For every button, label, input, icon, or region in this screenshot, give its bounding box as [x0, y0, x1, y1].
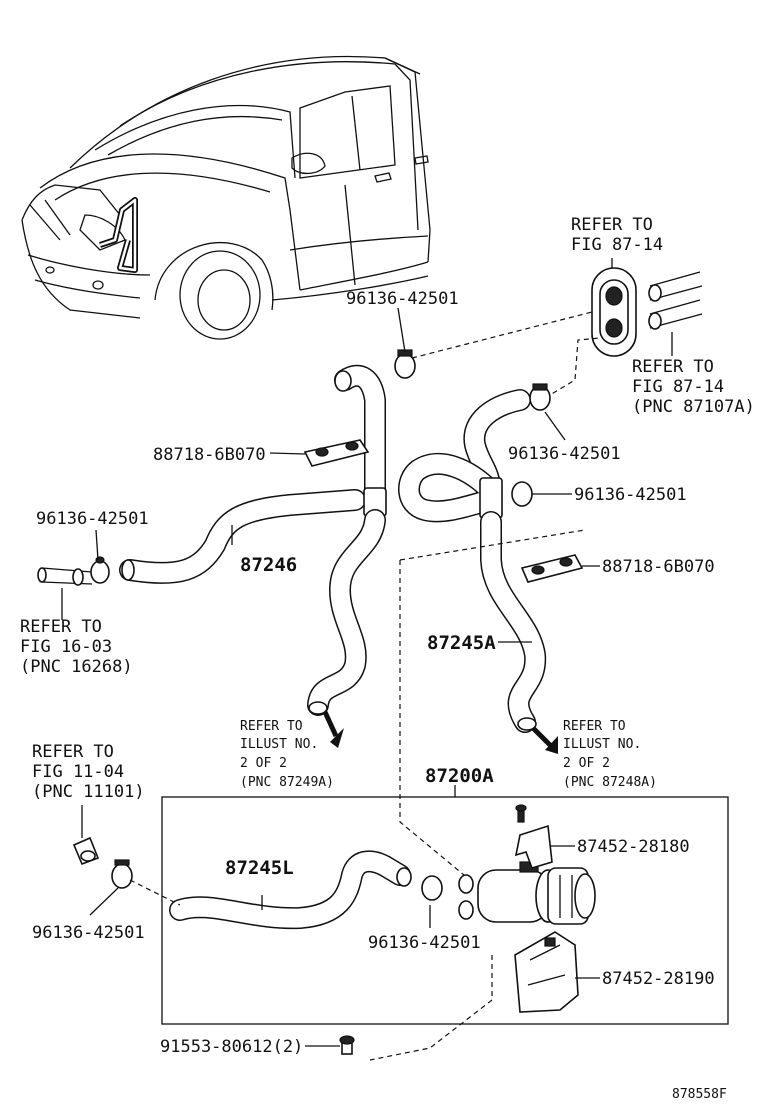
label-clamp-top: 96136-42501 — [346, 289, 459, 309]
ref-fig-87-14-right-l1: REFER TO — [632, 357, 714, 377]
assembly-box-87200A — [161, 796, 729, 1025]
ref-illust-right-l4: (PNC 87248A) — [563, 775, 657, 790]
ref-fig-11-04-l1: REFER TO — [32, 742, 114, 762]
ref-illust-right-l2: ILLUST NO. — [563, 737, 641, 752]
label-hose-87245A: 87245A — [427, 632, 496, 654]
label-clamp-bottom-left: 96136-42501 — [32, 923, 145, 943]
grommet-fig-87-14 — [591, 267, 703, 357]
bracket-right — [520, 554, 584, 583]
label-hose-87245L: 87245L — [225, 857, 294, 879]
clamp-left — [90, 556, 110, 584]
hose-87246 — [119, 364, 387, 716]
water-valve — [458, 861, 596, 925]
label-clamp-left: 96136-42501 — [36, 509, 149, 529]
ref-fig-87-14-top-l2: FIG 87-14 — [571, 235, 663, 255]
label-clamp-valve: 96136-42501 — [368, 933, 481, 953]
clamp-right-a — [529, 383, 551, 411]
label-clamp-right-a: 96136-42501 — [508, 444, 621, 464]
ref-illust-right-l3: 2 OF 2 — [563, 756, 610, 771]
bolt-91553 — [339, 1035, 355, 1055]
ref-fig-87-14-right-l3: (PNC 87107A) — [632, 397, 755, 417]
ref-illust-left-l2: ILLUST NO. — [240, 737, 318, 752]
ref-illust-right-l1: REFER TO — [563, 719, 626, 734]
bracket-87452-28190 — [514, 931, 579, 1013]
ref-fig-87-14-right-l2: FIG 87-14 — [632, 377, 724, 397]
ref-fig-16-03-l3: (PNC 16268) — [20, 657, 133, 677]
ref-illust-left-l1: REFER TO — [240, 719, 303, 734]
label-hose-87246: 87246 — [240, 554, 297, 576]
label-clamp-right-b: 96136-42501 — [574, 485, 687, 505]
ref-fig-87-14-top-l1: REFER TO — [571, 215, 653, 235]
bracket-87452-28180 — [514, 804, 553, 869]
clamp-top — [394, 349, 416, 379]
clamp-valve — [421, 875, 443, 901]
clamp-right-b — [511, 481, 533, 507]
ref-fig-16-03-l2: FIG 16-03 — [20, 637, 112, 657]
ref-illust-left-l3: 2 OF 2 — [240, 756, 287, 771]
figure-id: 878558F — [672, 1087, 727, 1102]
pipe-fig-11-04 — [72, 836, 100, 866]
bracket-left — [303, 439, 370, 467]
label-bracket-87452-28180: 87452-28180 — [577, 837, 690, 857]
pipe-fig-16-03 — [37, 567, 93, 586]
ref-fig-16-03-l1: REFER TO — [20, 617, 102, 637]
ref-fig-11-04-l2: FIG 11-04 — [32, 762, 124, 782]
clamp-bottom-left — [111, 859, 133, 889]
ref-illust-left-l4: (PNC 87249A) — [240, 775, 334, 790]
ref-fig-11-04-l3: (PNC 11101) — [32, 782, 145, 802]
label-assy-87200A: 87200A — [425, 765, 494, 787]
label-bracket-87452-28190: 87452-28190 — [602, 969, 715, 989]
hose-87245L — [169, 850, 412, 930]
label-bolt: 91553-80612(2) — [160, 1037, 303, 1057]
hose-87245A — [398, 389, 547, 733]
label-bracket-right: 88718-6B070 — [602, 557, 715, 577]
label-bracket-left: 88718-6B070 — [153, 445, 266, 465]
vehicle-illustration — [21, 55, 431, 340]
